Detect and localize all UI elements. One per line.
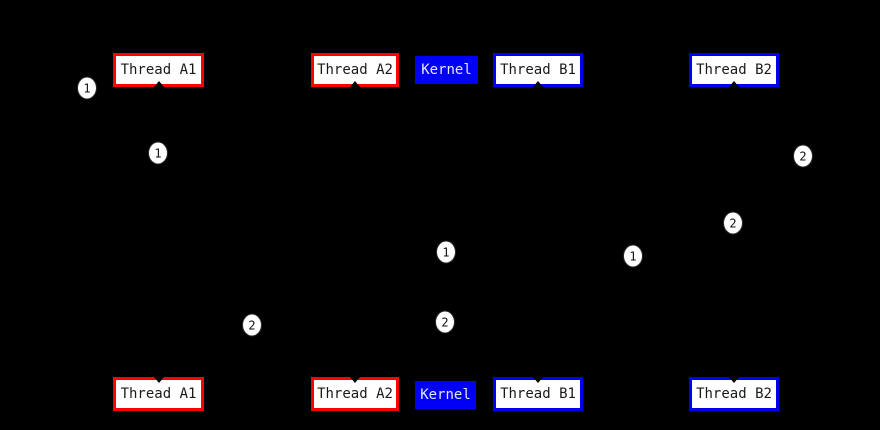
step-marker-number: 1 [83, 81, 91, 95]
thread-b1-top-box: Thread B1 [493, 53, 583, 87]
thread-a2-bottom-label: Thread A2 [317, 386, 393, 402]
step-marker-1: 1 [436, 240, 456, 264]
arrowhead-down-icon [729, 377, 739, 383]
step-marker-2: 2 [793, 144, 813, 168]
step-marker-number: 2 [441, 315, 449, 329]
arrowhead-up-icon [350, 81, 360, 87]
thread-b1-top-label: Thread B1 [500, 62, 576, 78]
kernel-top-label: Kernel [421, 62, 472, 78]
step-marker-2: 2 [723, 211, 743, 235]
step-marker-number: 1 [442, 245, 450, 259]
thread-a1-bottom-box: Thread A1 [113, 377, 204, 411]
arrowhead-up-icon [729, 81, 739, 87]
kernel-bottom-label: Kernel [420, 387, 471, 403]
step-marker-1: 1 [623, 244, 643, 268]
arrowhead-down-icon [350, 377, 360, 383]
arrowhead-up-icon [533, 81, 543, 87]
thread-a2-top-box: Thread A2 [311, 53, 399, 87]
thread-b2-top-box: Thread B2 [689, 53, 779, 87]
step-marker-number: 2 [248, 318, 256, 332]
arrowhead-down-icon [153, 377, 164, 383]
step-marker-number: 1 [629, 249, 637, 263]
kernel-top-box: Kernel [415, 56, 478, 84]
thread-b2-bottom-box: Thread B2 [689, 377, 779, 411]
step-marker-number: 1 [154, 146, 162, 160]
thread-a1-top-box: Thread A1 [113, 53, 204, 87]
arrowhead-down-icon [533, 377, 543, 383]
step-marker-1: 1 [148, 141, 168, 165]
thread-a2-top-label: Thread A2 [317, 62, 393, 78]
thread-b2-top-label: Thread B2 [696, 62, 772, 78]
step-marker-2: 2 [242, 313, 262, 337]
thread-b2-bottom-label: Thread B2 [696, 386, 772, 402]
thread-a1-top-label: Thread A1 [120, 62, 197, 78]
step-marker-number: 2 [729, 216, 737, 230]
thread-b1-bottom-label: Thread B1 [500, 386, 576, 402]
thread-b1-bottom-box: Thread B1 [493, 377, 583, 411]
kernel-bottom-box: Kernel [415, 381, 476, 409]
step-marker-1: 1 [77, 76, 97, 100]
arrowhead-up-icon [153, 81, 164, 87]
step-marker-2: 2 [435, 310, 455, 334]
step-marker-number: 2 [799, 149, 807, 163]
thread-a2-bottom-box: Thread A2 [311, 377, 399, 411]
thread-a1-bottom-label: Thread A1 [120, 386, 197, 402]
